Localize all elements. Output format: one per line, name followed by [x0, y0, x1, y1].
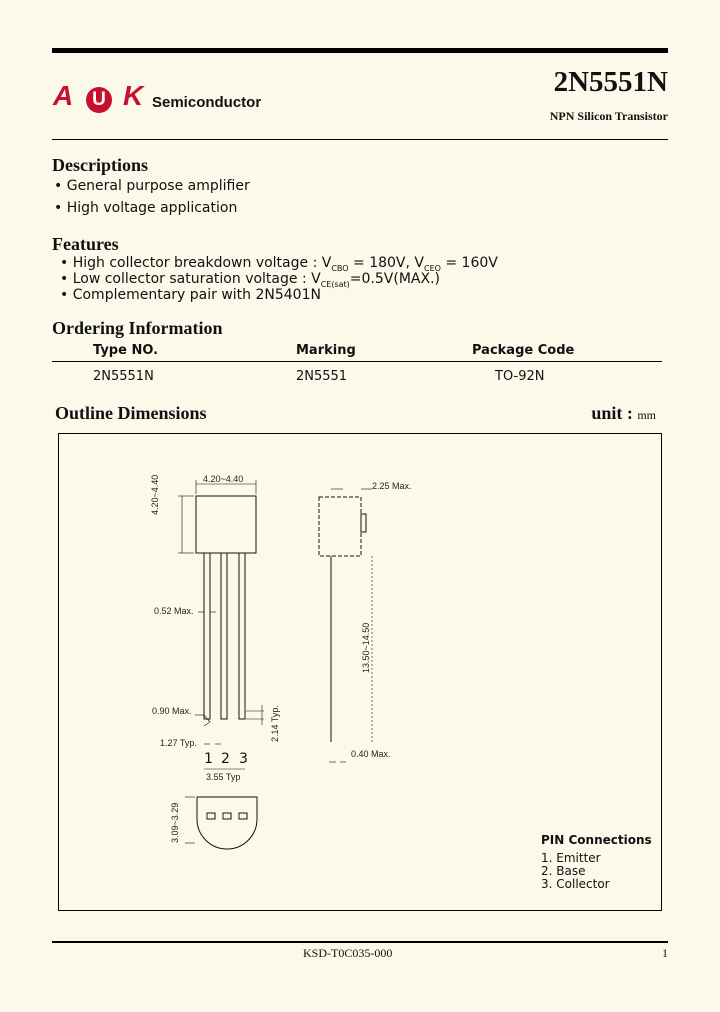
feature-item: • Low collector saturation voltage : VCE… [60, 271, 440, 289]
front-body [195, 495, 257, 554]
lead-1 [203, 552, 211, 720]
dim-lead-gap: 2.14 Typ. [270, 705, 280, 742]
pin-connection-item: 2. Base [541, 864, 586, 878]
feature-item: • High collector breakdown voltage : VCB… [60, 255, 498, 273]
pin-connection-item: 3. Collector [541, 877, 610, 891]
ordering-heading: Ordering Information [52, 318, 223, 338]
feature-item: • Complementary pair with 2N5401N [60, 287, 321, 303]
pin-number-1: 1 [204, 751, 213, 767]
document-code: KSD-T0C035-000 [303, 946, 393, 960]
description-item: • High voltage application [54, 200, 238, 216]
table-header-marking: Marking [296, 343, 356, 358]
bottom-view [196, 796, 258, 850]
dim-pin-span: 3.55 Typ [206, 772, 241, 782]
dim-thickness: 2.25 Max. [372, 481, 412, 491]
dim-lead-thickness: 0.40 Max. [351, 749, 391, 759]
dim-lead-length: 13.50~14.50 [361, 622, 371, 673]
table-header-package: Package Code [472, 343, 575, 358]
table-header-type: Type NO. [93, 343, 159, 358]
company-name: Semiconductor [152, 94, 262, 111]
pin-number-3: 3 [239, 751, 248, 767]
table-cell-type: 2N5551N [93, 369, 154, 384]
footer-rule [52, 941, 668, 943]
side-body [318, 496, 362, 557]
pin-connection-item: 1. Emitter [541, 851, 601, 865]
table-rule [52, 361, 662, 362]
unit-label: unit : mm [591, 403, 656, 423]
header-rule [52, 139, 668, 140]
dim-pitch: 1.27 Typ. [160, 738, 197, 748]
dim-body-height: 4.20~4.40 [150, 474, 160, 515]
description-item: • General purpose amplifier [54, 178, 250, 194]
dim-bottom-depth: 3.09~3.29 [170, 802, 180, 843]
part-subtitle: NPN Silicon Transistor [549, 109, 668, 123]
lead-3 [238, 552, 246, 720]
part-number: 2N5551N [553, 66, 668, 98]
dim-lead-shoulder: 0.90 Max. [152, 706, 192, 716]
dim-body-width: 4.20~4.40 [203, 474, 244, 484]
pin-connections-title: PIN Connections [541, 833, 652, 847]
descriptions-heading: Descriptions [52, 155, 148, 175]
page-number: 1 [662, 946, 668, 960]
outline-drawing-frame [58, 433, 662, 911]
outline-heading: Outline Dimensions [55, 403, 207, 423]
lead-2 [220, 552, 228, 720]
features-heading: Features [52, 234, 119, 254]
logo-letter-a: A [53, 80, 74, 111]
table-cell-marking: 2N5551 [296, 369, 348, 384]
dim-lead-width: 0.52 Max. [154, 606, 194, 616]
pin-number-2: 2 [221, 751, 230, 767]
logo-letter-k: K [123, 80, 144, 111]
logo-letter-u: U [86, 87, 112, 113]
top-rule [52, 48, 668, 53]
table-cell-package: TO-92N [495, 369, 545, 384]
